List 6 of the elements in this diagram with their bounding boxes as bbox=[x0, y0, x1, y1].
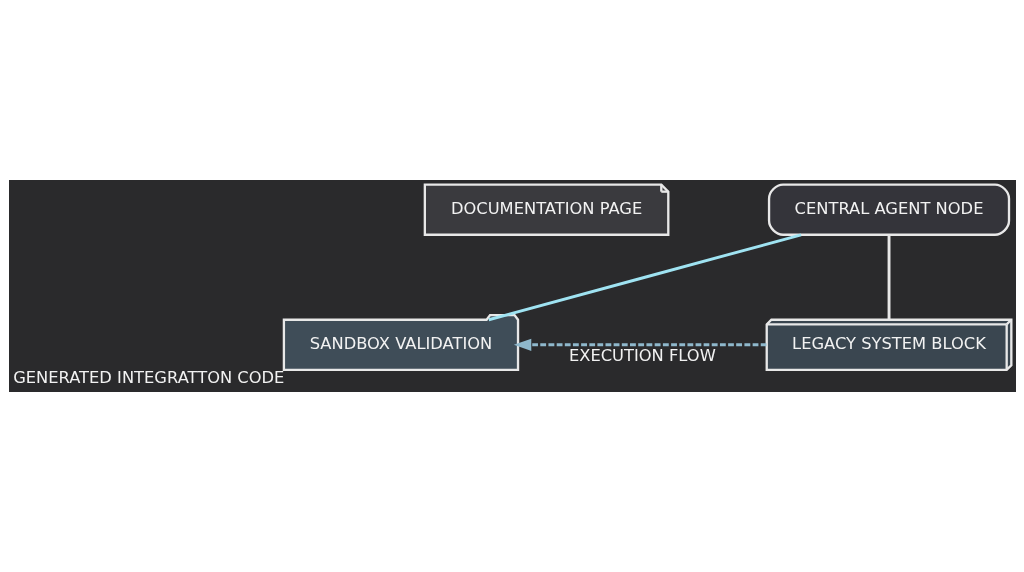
connector bbox=[887, 235, 890, 320]
edge-label: EXECUTION FLOW bbox=[568, 346, 716, 366]
connector bbox=[487, 233, 801, 322]
node-box: CENTRAL AGENT NODE bbox=[767, 183, 1010, 236]
node-label: GENERATED INTEGRATTON CODE bbox=[12, 367, 284, 387]
arrow bbox=[513, 338, 766, 351]
